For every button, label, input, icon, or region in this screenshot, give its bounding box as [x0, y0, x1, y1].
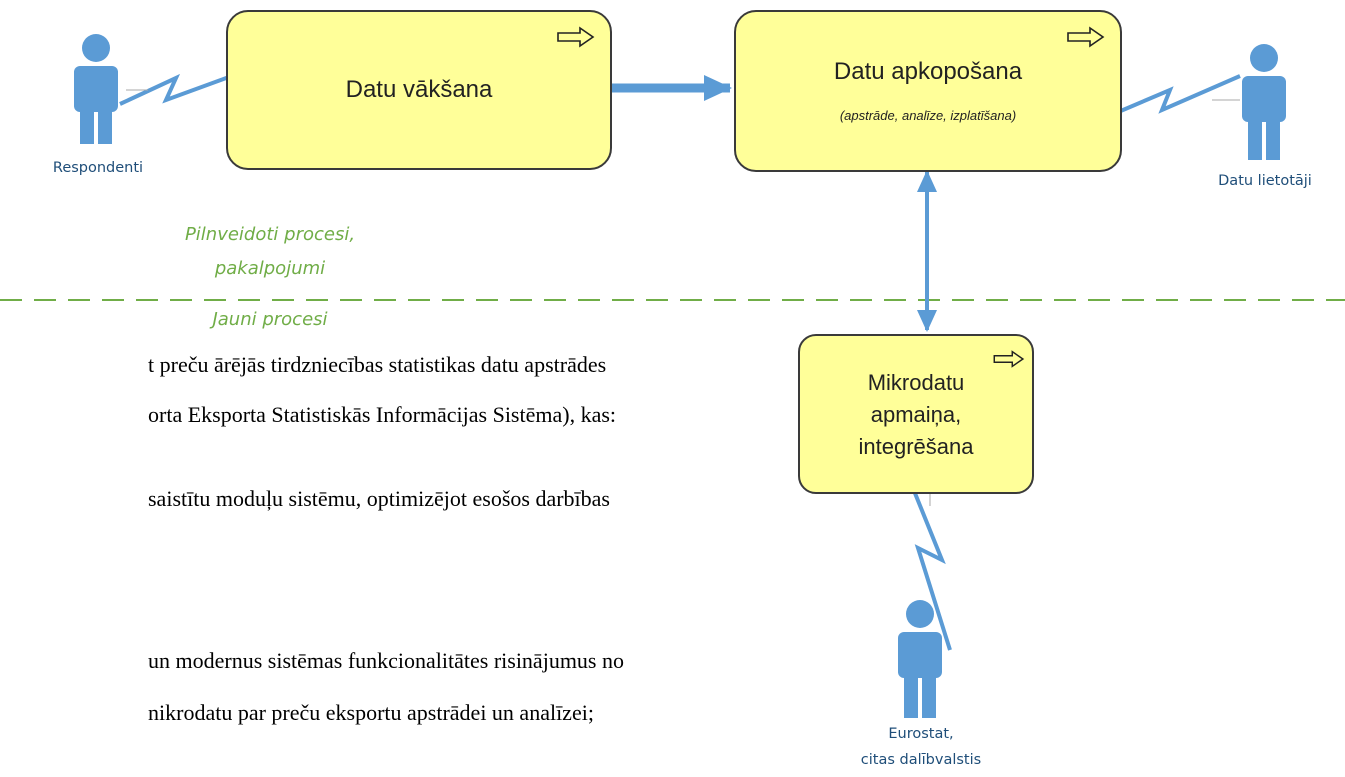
- document-text-line: saistītu moduļu sistēmu, optimizējot eso…: [148, 486, 610, 511]
- process-title: Datu apkopošana: [833, 58, 1023, 85]
- label-new-processes: Jauni procesi: [212, 309, 328, 330]
- actor-label-eurostat: Eurostat,: [888, 726, 954, 742]
- actor-label-respondents: Respondenti: [52, 160, 144, 176]
- process-arrow-icon: [1067, 26, 1105, 48]
- process-arrow-icon: [557, 26, 595, 48]
- respondent-person-icon: [74, 34, 118, 144]
- process-box-data-collection: Datu vākšana: [226, 10, 612, 170]
- label-improved-processes: Pilnveidoti procesi,: [184, 224, 356, 245]
- document-text-line: un modernus sistēmas funkcionalitātes ri…: [148, 648, 624, 673]
- process-title-line: apmaiņa,: [870, 402, 962, 427]
- process-box-microdata-exchange: Mikrodatu apmaiņa, integrēšana: [798, 334, 1034, 494]
- process-title-line: integrēšana: [858, 434, 974, 459]
- process-title-line: Mikrodatu: [867, 370, 965, 395]
- data-users-person-icon: [1242, 44, 1286, 160]
- actor-label-member-states: citas dalībvalstis: [860, 752, 982, 768]
- process-subtitle: (apstrāde, analīze, izplatīšana): [839, 108, 1017, 123]
- label-services: pakalpojumi: [214, 258, 326, 279]
- process-arrow-icon: [993, 350, 1025, 368]
- process-title: Datu vākšana: [345, 76, 493, 103]
- document-text-line: nikrodatu par preču eksportu apstrādei u…: [148, 700, 594, 725]
- document-text-line: t preču ārējās tirdzniecības statistikas…: [148, 352, 607, 377]
- process-box-data-compilation: Datu apkopošana (apstrāde, analīze, izpl…: [734, 10, 1122, 172]
- eurostat-person-icon: [898, 600, 942, 718]
- document-text-line: orta Eksporta Statistiskās Informācijas …: [148, 402, 617, 427]
- actor-label-data-users: Datu lietotāji: [1218, 173, 1312, 189]
